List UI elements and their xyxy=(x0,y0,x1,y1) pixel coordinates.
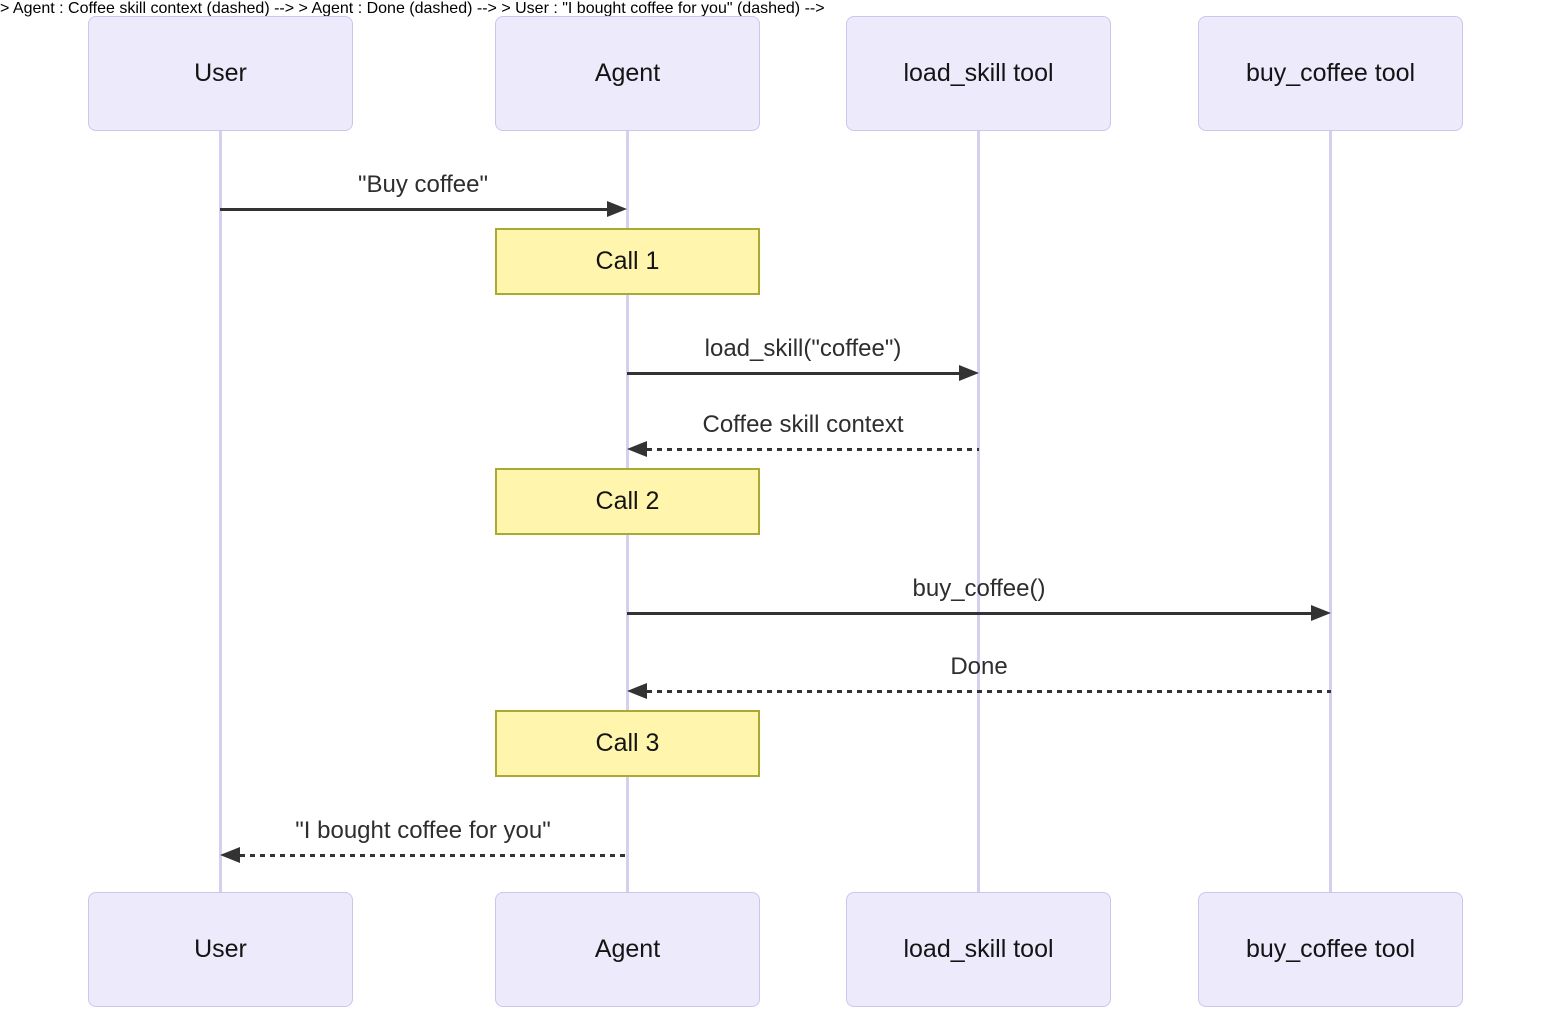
participant-label: buy_coffee tool xyxy=(1245,935,1416,963)
arrowhead-left-icon xyxy=(220,847,240,863)
participant-bottom-agent: Agent xyxy=(495,892,760,1007)
message-line-dashed xyxy=(647,448,979,451)
arrowhead-right-icon xyxy=(607,201,627,217)
arrowhead-right-icon xyxy=(1311,605,1331,621)
note-label: Call 2 xyxy=(595,487,660,515)
participant-top-load-skill: load_skill tool xyxy=(846,16,1111,131)
message-line-dashed xyxy=(240,854,627,857)
participant-label: User xyxy=(194,59,247,87)
participant-label: load_skill tool xyxy=(903,935,1054,963)
participant-top-user: User xyxy=(88,16,353,131)
participant-bottom-buy-coffee: buy_coffee tool xyxy=(1198,892,1463,1007)
message-line xyxy=(627,372,964,375)
lifeline-buy-coffee xyxy=(1329,131,1332,892)
message-line xyxy=(220,208,612,211)
participant-bottom-user: User xyxy=(88,892,353,1007)
participant-label: buy_coffee tool xyxy=(1245,59,1416,87)
participant-label: Agent xyxy=(594,59,661,87)
message-bought-coffee-label: "I bought coffee for you" xyxy=(295,817,551,844)
lifeline-user xyxy=(219,131,222,892)
lifeline-load-skill xyxy=(977,131,980,892)
participant-label: load_skill tool xyxy=(903,59,1054,87)
message-load-skill-label: load_skill("coffee") xyxy=(704,335,902,362)
participant-bottom-load-skill: load_skill tool xyxy=(846,892,1111,1007)
note-call-1: Call 1 xyxy=(495,228,760,295)
message-coffee-skill-context-label: Coffee skill context xyxy=(702,411,904,438)
note-call-2: Call 2 xyxy=(495,468,760,535)
arrowhead-left-icon xyxy=(627,683,647,699)
note-label: Call 3 xyxy=(595,729,660,757)
participant-label: Agent xyxy=(594,935,661,963)
message-line xyxy=(627,612,1315,615)
arrowhead-left-icon xyxy=(627,441,647,457)
message-buy-coffee-call-label: buy_coffee() xyxy=(912,575,1046,602)
participant-label: User xyxy=(194,935,247,963)
message-done-label: Done xyxy=(950,653,1008,680)
note-call-3: Call 3 xyxy=(495,710,760,777)
participant-top-buy-coffee: buy_coffee tool xyxy=(1198,16,1463,131)
message-line-dashed xyxy=(647,690,1331,693)
participant-top-agent: Agent xyxy=(495,16,760,131)
message-buy-coffee-request-label: "Buy coffee" xyxy=(357,171,489,198)
note-label: Call 1 xyxy=(595,247,660,275)
arrowhead-right-icon xyxy=(959,365,979,381)
